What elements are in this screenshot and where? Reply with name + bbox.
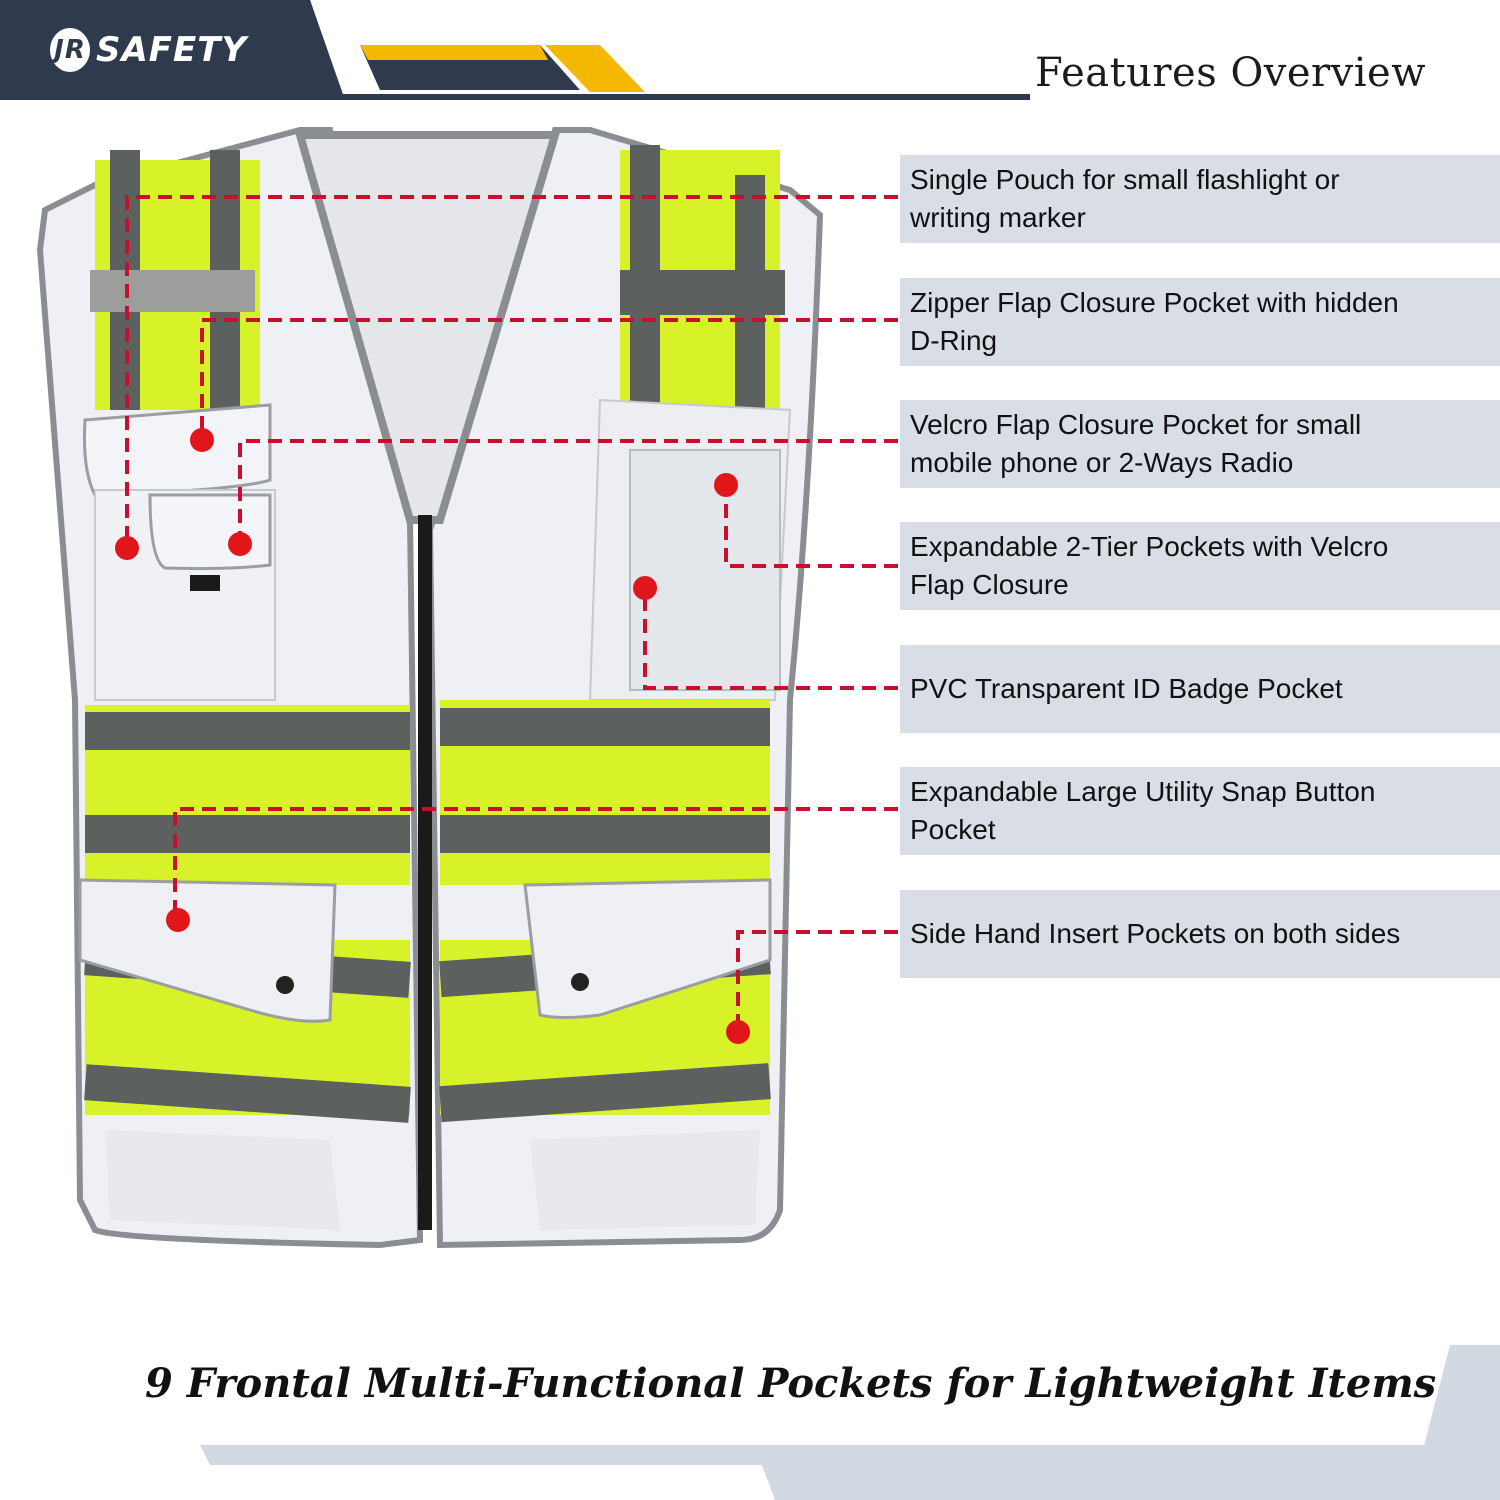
feature-text-line: PVC Transparent ID Badge Pocket bbox=[910, 673, 1343, 704]
callout-line-4 bbox=[724, 485, 898, 568]
feature-text-line: Zipper Flap Closure Pocket with hidden bbox=[910, 287, 1399, 318]
feature-text-line: Pocket bbox=[910, 814, 996, 845]
callout-dots bbox=[115, 428, 750, 1044]
feature-text-line: D-Ring bbox=[910, 325, 998, 356]
callout-line-5 bbox=[643, 590, 898, 690]
callout-lines bbox=[125, 195, 898, 1030]
feature-box-7: Side Hand Insert Pockets on both sides bbox=[900, 890, 1500, 978]
header-banner bbox=[0, 0, 1030, 100]
feature-text-line: Single Pouch for small flashlight or bbox=[910, 164, 1340, 195]
page-title: Features Overview bbox=[1035, 50, 1426, 96]
feature-text-line: writing marker bbox=[910, 202, 1086, 233]
footer-tagline: 9 Frontal Multi-Functional Pockets for L… bbox=[145, 1360, 1437, 1407]
feature-box-5: PVC Transparent ID Badge Pocket bbox=[900, 645, 1500, 733]
callout-dot-1 bbox=[115, 536, 139, 560]
callout-dot-7 bbox=[726, 1020, 750, 1044]
feature-text-line: Velcro Flap Closure Pocket for small bbox=[910, 409, 1362, 440]
callout-dot-5 bbox=[633, 576, 657, 600]
brand-name: SAFETY bbox=[96, 30, 248, 70]
feature-text-line: Expandable Large Utility Snap Button bbox=[910, 776, 1376, 807]
callout-line-3 bbox=[238, 439, 898, 545]
callout-line-7 bbox=[736, 930, 898, 1030]
callout-line-6 bbox=[173, 807, 898, 920]
brand-logo: JR SAFETY bbox=[50, 28, 247, 72]
callout-line-2 bbox=[200, 318, 898, 440]
footer-decor bbox=[200, 1345, 1500, 1500]
feature-text-line: Expandable 2-Tier Pockets with Velcro bbox=[910, 531, 1389, 562]
callout-dot-2 bbox=[190, 428, 214, 452]
callout-line-1 bbox=[125, 195, 898, 545]
feature-text-line: Side Hand Insert Pockets on both sides bbox=[910, 918, 1401, 949]
vest bbox=[36, 127, 824, 1249]
brand-mark-icon: JR bbox=[50, 28, 90, 72]
feature-text-line: Flap Closure bbox=[910, 569, 1069, 600]
callout-dot-4 bbox=[714, 473, 738, 497]
callout-dot-3 bbox=[228, 532, 252, 556]
feature-text-line: mobile phone or 2-Ways Radio bbox=[910, 447, 1294, 478]
callout-dot-6 bbox=[166, 908, 190, 932]
feature-box-3: Velcro Flap Closure Pocket for small mobi… bbox=[900, 400, 1500, 488]
feature-box-1: Single Pouch for small flashlight or writ… bbox=[900, 155, 1500, 243]
